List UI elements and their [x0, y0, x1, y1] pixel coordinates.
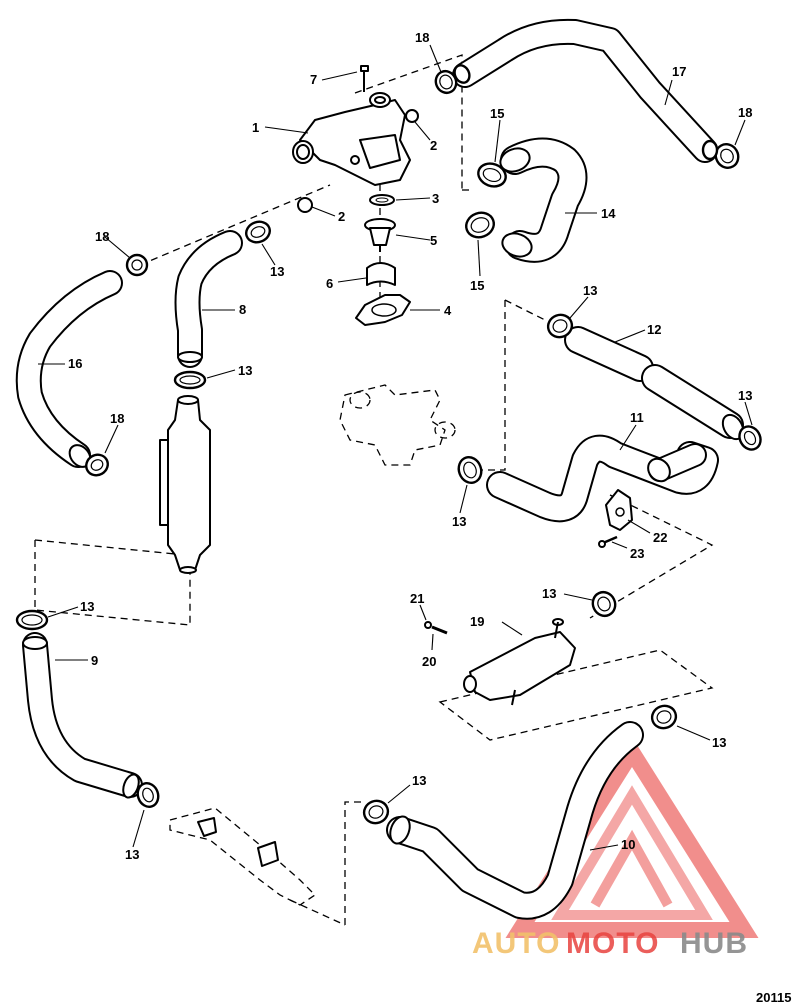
clamp-13-hose12-left [546, 313, 574, 339]
leader-lines [38, 44, 753, 851]
clamp-13-left-9 [15, 609, 49, 631]
callout-13: 13 [583, 283, 597, 298]
callout-16: 16 [68, 356, 82, 371]
heat-exchanger-left [159, 395, 211, 574]
watermark-moto: MOTO [566, 927, 659, 960]
clamp-18-top [434, 64, 471, 95]
callout-21: 21 [410, 591, 424, 606]
callout-18: 18 [738, 105, 752, 120]
clamp-13-cooler [591, 590, 617, 618]
callout-13: 13 [80, 599, 94, 614]
callout-13: 13 [712, 735, 726, 750]
callout-13: 13 [270, 264, 284, 279]
callout-23: 23 [630, 546, 644, 561]
callout-5: 5 [430, 233, 437, 248]
hose-12 [564, 326, 745, 441]
callout-labels: 1 2 2 3 4 5 6 7 8 9 10 11 12 13 13 13 13… [68, 30, 752, 862]
screw-23 [598, 535, 618, 548]
cooler-19 [463, 618, 576, 706]
assembly-guide-lines [34, 54, 714, 926]
callout-2: 2 [430, 138, 437, 153]
callout-10: 10 [621, 837, 635, 852]
screw-20-21 [424, 621, 448, 635]
callout-13: 13 [412, 773, 426, 788]
clamp-18-right [701, 139, 740, 169]
hose-16 [15, 270, 123, 468]
callout-13: 13 [452, 514, 466, 529]
hose-8 [174, 230, 243, 368]
sleeve-6 [366, 262, 396, 286]
hose-11 [486, 434, 719, 523]
clamp-13-housing [245, 220, 271, 244]
callout-13: 13 [542, 586, 556, 601]
clamp-13-hose10-bottom [362, 799, 390, 825]
clamp-15-bottom [465, 211, 495, 239]
callout-14: 14 [601, 206, 616, 221]
hose-10 [386, 721, 644, 920]
callout-13: 13 [238, 363, 252, 378]
callout-11: 11 [630, 410, 644, 425]
callout-18: 18 [95, 229, 109, 244]
callout-1: 1 [252, 120, 259, 135]
thermostat-housing [292, 92, 411, 186]
callout-7: 7 [310, 72, 317, 87]
callout-6: 6 [326, 276, 333, 291]
callout-4: 4 [444, 303, 452, 318]
hose-17 [452, 18, 718, 163]
thermostat-5 [364, 218, 396, 252]
callout-2: 2 [338, 209, 345, 224]
bracket-22 [605, 489, 633, 531]
callout-3: 3 [432, 191, 439, 206]
clamp-15-top [477, 162, 507, 188]
clamp-13-hose9-bottom [136, 782, 160, 808]
seal-3 [369, 194, 395, 206]
callout-13: 13 [738, 388, 752, 403]
callout-12: 12 [647, 322, 661, 337]
hose-14 [499, 137, 588, 263]
gasket-4 [355, 294, 411, 326]
water-pump-reference [339, 384, 456, 466]
exchanger-bottom-reference [169, 807, 317, 906]
watermark-hub: HUB [680, 927, 748, 960]
callout-13: 13 [125, 847, 139, 862]
callout-18: 18 [110, 411, 124, 426]
callout-20: 20 [422, 654, 436, 669]
watermark-auto: AUTO [472, 927, 560, 960]
callout-19: 19 [470, 614, 484, 629]
figure-number: 20115 [756, 990, 791, 1005]
plug-2-lower [297, 197, 313, 213]
clamp-13-pump [457, 456, 483, 484]
callout-15: 15 [470, 278, 484, 293]
clamp-13-hose12-right [738, 425, 762, 451]
clamp-13-exchanger-top [173, 370, 207, 390]
plug-2-upper [405, 109, 419, 123]
callout-9: 9 [91, 653, 98, 668]
callout-8: 8 [239, 302, 246, 317]
clamp-13-hose10-top [650, 704, 678, 730]
callout-15: 15 [490, 106, 504, 121]
watermark-text: AUTO MOTO HUB [472, 927, 748, 960]
clamp-18-left-top [125, 253, 149, 277]
callout-18: 18 [415, 30, 429, 45]
hose-9 [22, 632, 143, 799]
bolt-7 [360, 65, 369, 92]
callout-22: 22 [653, 530, 667, 545]
clamp-18-left-bottom [85, 453, 109, 477]
callout-17: 17 [672, 64, 686, 79]
